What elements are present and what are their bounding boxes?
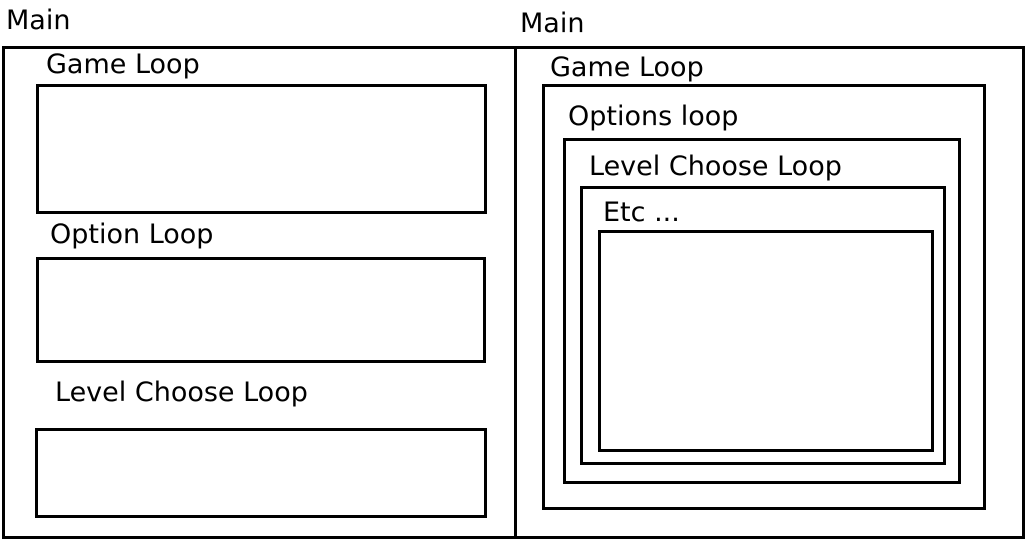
left-option-loop-label: Option Loop: [50, 219, 214, 250]
right-options-loop-label: Options loop: [568, 101, 739, 132]
right-main-title: Main: [520, 8, 585, 39]
right-level-choose-loop-label: Level Choose Loop: [589, 151, 842, 182]
right-etc-box: [598, 230, 934, 452]
left-game-loop-label: Game Loop: [46, 49, 200, 80]
left-level-choose-loop-label: Level Choose Loop: [55, 377, 308, 408]
left-game-loop-box: [36, 84, 487, 214]
left-option-loop-box: [36, 257, 486, 363]
left-main-title: Main: [6, 5, 71, 36]
left-level-choose-loop-box: [35, 428, 487, 518]
right-game-loop-label: Game Loop: [550, 52, 704, 83]
right-etc-label: Etc ...: [603, 197, 680, 228]
